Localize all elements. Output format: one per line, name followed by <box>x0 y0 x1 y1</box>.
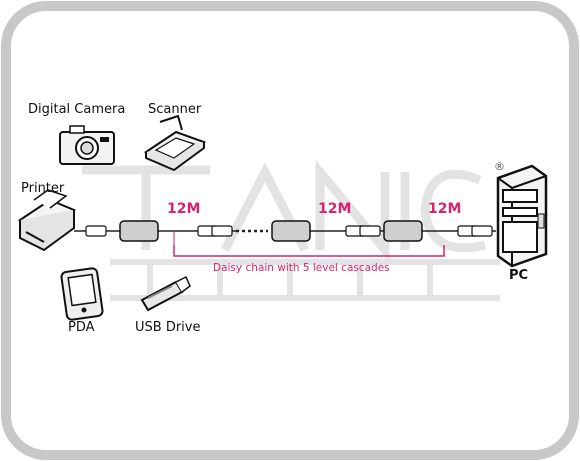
watermark-logo <box>82 159 500 301</box>
hub-1 <box>119 220 159 242</box>
speed-label-2: 12M <box>318 201 352 217</box>
hub-2 <box>271 220 311 242</box>
pda-label: PDA <box>68 320 95 335</box>
scanner-icon <box>143 114 207 172</box>
cascade-bracket <box>173 245 445 257</box>
camera-label: Digital Camera <box>28 102 126 117</box>
hub-3 <box>383 220 423 242</box>
usb-drive-label: USB Drive <box>135 320 201 335</box>
printer-label: Printer <box>21 181 65 196</box>
speed-label-1: 12M <box>167 201 201 217</box>
daisy-chain-caption: Daisy chain with 5 level cascades <box>213 262 390 274</box>
usb-drive-icon <box>140 275 191 312</box>
usb-plug <box>85 225 493 237</box>
speed-label-3: 12M <box>428 201 462 217</box>
scanner-label: Scanner <box>148 102 202 117</box>
pc-label: PC <box>509 268 529 283</box>
registered-mark-icon: ® <box>494 160 505 173</box>
camera-icon <box>59 125 115 165</box>
pda-icon <box>60 267 104 321</box>
printer-icon <box>18 189 77 252</box>
pc-tower-icon <box>496 164 548 268</box>
